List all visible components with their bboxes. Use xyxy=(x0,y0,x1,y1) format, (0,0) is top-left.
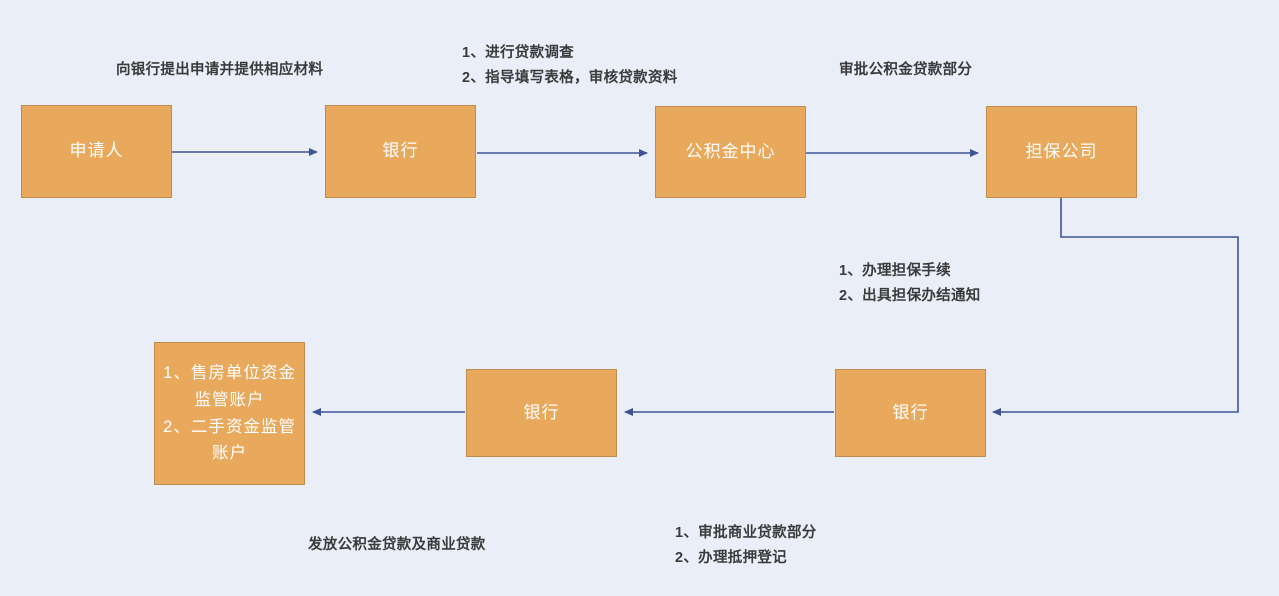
node-guarantee-company-label: 担保公司 xyxy=(1025,141,1098,161)
node-supervision-accounts-label: 1、售房单位资金监管账户 2、二手资金监管账户 xyxy=(163,364,296,463)
edge-label-bank-to-accounts: 发放公积金贷款及商业贷款 xyxy=(308,537,486,553)
node-bank-bottom-right[interactable]: 银行 xyxy=(835,369,986,457)
edge-label-bank-to-bank: 1、审批商业贷款部分 2、办理抵押登记 xyxy=(675,525,817,566)
node-guarantee-company[interactable]: 担保公司 xyxy=(986,106,1137,198)
node-fund-center[interactable]: 公积金中心 xyxy=(655,106,806,198)
edge-label-fund-center-to-guarantee: 审批公积金贷款部分 xyxy=(839,62,973,78)
node-applicant[interactable]: 申请人 xyxy=(21,105,172,198)
edge-label-bank-to-fund-center: 1、进行贷款调查 2、指导填写表格，审核贷款资料 xyxy=(462,45,678,86)
node-supervision-accounts[interactable]: 1、售房单位资金监管账户 2、二手资金监管账户 xyxy=(154,342,305,485)
node-fund-center-label: 公积金中心 xyxy=(685,141,776,161)
node-bank-bottom-right-label: 银行 xyxy=(892,402,929,422)
edge-label-apply-to-bank: 向银行提出申请并提供相应材料 xyxy=(116,62,324,78)
edge-label-guarantee-to-bank: 1、办理担保手续 2、出具担保办结通知 xyxy=(839,263,981,304)
node-applicant-label: 申请人 xyxy=(69,141,124,161)
node-bank-top[interactable]: 银行 xyxy=(325,105,476,198)
node-bank-bottom-mid-label: 银行 xyxy=(523,402,560,422)
edge-guarantee-to-bank-bottom-right xyxy=(992,198,1239,416)
node-bank-top-label: 银行 xyxy=(382,141,419,161)
node-bank-bottom-mid[interactable]: 银行 xyxy=(466,369,617,457)
